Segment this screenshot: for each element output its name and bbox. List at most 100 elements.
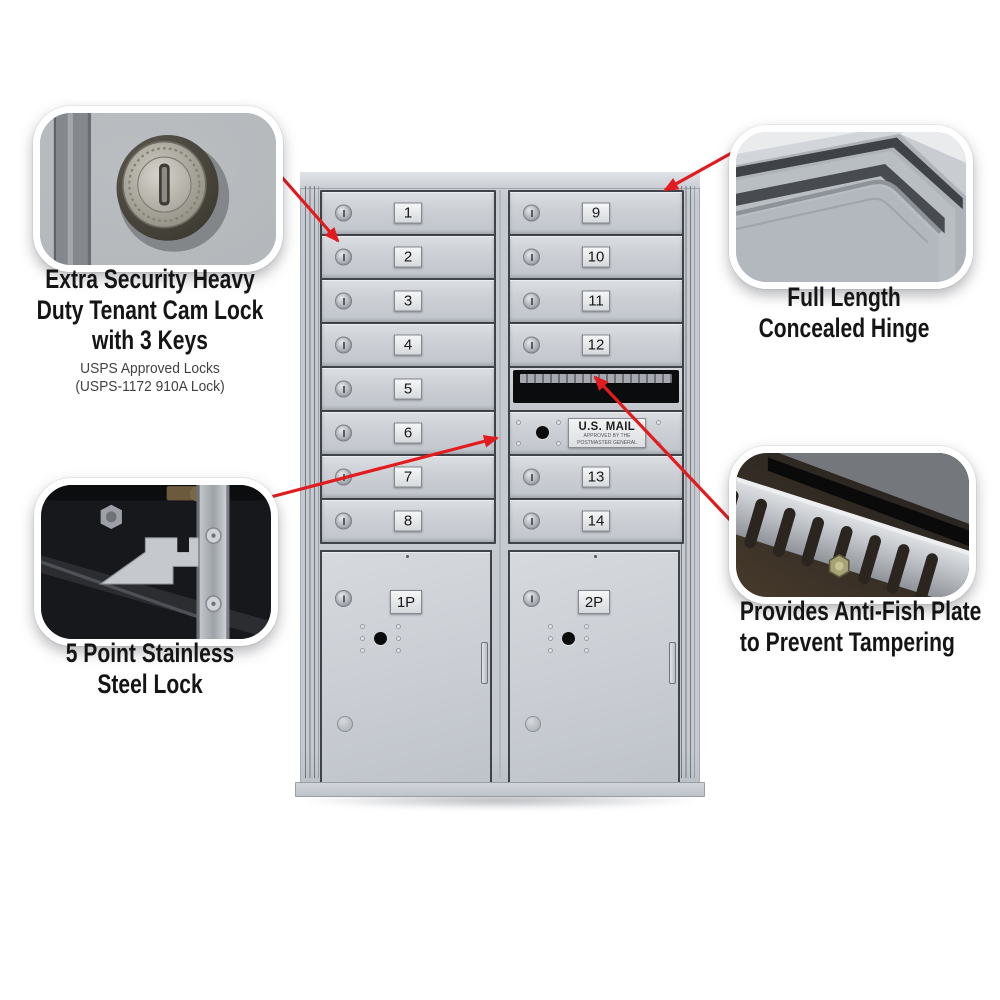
door-number-plate: 11 <box>582 290 610 312</box>
mailbox-door-13: 13 <box>510 456 682 498</box>
parcel-door-2p: 2P <box>508 550 680 786</box>
door-bumper <box>584 624 589 629</box>
door-number-plate: 12 <box>582 334 610 356</box>
door-lock-icon <box>335 380 352 398</box>
door-bumper <box>516 420 521 425</box>
callout-text-cam-lock: Extra Security Heavy Duty Tenant Cam Loc… <box>0 264 300 397</box>
door-bumper <box>396 636 401 641</box>
callout-bubble-anti-fish <box>729 446 976 604</box>
cam-lock-photo <box>40 113 276 265</box>
cabinet-top-rail <box>300 172 700 189</box>
callout-text-hinge: Full Length Concealed Hinge <box>714 282 974 343</box>
door-bumper <box>556 441 561 446</box>
door-column-right: 9 10 11 12 U.S. MAIL APPROVED BY THE PO <box>508 190 684 544</box>
callout-title-line: Full Length <box>787 282 901 312</box>
anti-fish-plate-edge <box>520 374 672 383</box>
door-lock-icon <box>335 248 352 266</box>
door-lock-icon <box>335 590 352 607</box>
master-lock-dot <box>374 632 387 645</box>
door-latch <box>481 642 488 684</box>
mailbox-door-4: 4 <box>322 324 494 366</box>
door-lock-icon <box>335 424 352 442</box>
mailbox-door-11: 11 <box>510 280 682 322</box>
outgoing-mail-slot <box>510 368 682 410</box>
us-mail-label: U.S. MAIL <box>578 419 636 434</box>
door-number-plate: 2P <box>578 590 610 614</box>
parcel-door-1p: 1P <box>320 550 492 786</box>
mailbox-door-10: 10 <box>510 236 682 278</box>
callout-title-line: with 3 Keys <box>92 325 208 355</box>
door-bumper <box>548 648 553 653</box>
callout-bubble-hinge <box>729 125 973 289</box>
door-lock-icon <box>523 292 540 310</box>
door-lock-icon <box>523 590 540 607</box>
door-bumper <box>516 441 521 446</box>
master-lock-dot <box>536 426 549 439</box>
door-lock-icon <box>335 468 352 486</box>
door-lock-icon <box>335 292 352 310</box>
five-point-lock-photo <box>41 485 271 639</box>
mailbox-door-5: 5 <box>322 368 494 410</box>
mailbox-door-6: 6 <box>322 412 494 454</box>
callout-bubble-cam-lock <box>33 106 283 272</box>
door-number-plate: 1P <box>390 590 422 614</box>
door-number-plate: 14 <box>582 510 610 532</box>
door-lock-icon <box>335 512 352 530</box>
mailbox-door-12: 12 <box>510 324 682 366</box>
callout-title-line: Concealed Hinge <box>758 312 930 343</box>
door-bumper <box>396 624 401 629</box>
callout-text-anti-fish: Provides Anti-Fish Plate to Prevent Tamp… <box>710 596 982 657</box>
mailbox-door-14: 14 <box>510 500 682 542</box>
callout-title-line: 5 Point Stainless <box>65 638 235 668</box>
cabinet-base <box>295 782 705 797</box>
door-bumper <box>656 441 661 446</box>
door-number-plate: 4 <box>394 334 422 356</box>
mailbox-door-1: 1 <box>322 192 494 234</box>
door-number-plate: 1 <box>394 202 422 224</box>
door-number-plate: 13 <box>582 466 610 488</box>
door-lock-icon <box>335 204 352 222</box>
mailbox-door-7: 7 <box>322 456 494 498</box>
mailbox-door-3: 3 <box>322 280 494 322</box>
door-lock-icon <box>335 336 352 354</box>
door-column-left: 1 2 3 4 5 6 7 8 <box>320 190 496 544</box>
door-bumper <box>360 636 365 641</box>
door-bumper <box>360 624 365 629</box>
us-mail-sub-line-2: POSTMASTER GENERAL <box>577 439 637 446</box>
hinge-pin <box>406 555 409 558</box>
master-lock-dot <box>562 632 575 645</box>
hinge-pin <box>594 555 597 558</box>
door-number-plate: 7 <box>394 466 422 488</box>
door-bumper <box>548 636 553 641</box>
door-latch <box>669 642 676 684</box>
lock-prep-circle <box>525 716 541 732</box>
outgoing-mail-door: U.S. MAIL APPROVED BY THE POSTMASTER GEN… <box>510 412 682 454</box>
cabinet-center-divider <box>499 190 501 778</box>
callout-subtitle-line: USPS Approved Locks <box>80 359 220 377</box>
door-bumper <box>584 648 589 653</box>
door-number-plate: 2 <box>394 246 422 268</box>
door-bumper <box>584 636 589 641</box>
mailbox-door-8: 8 <box>322 500 494 542</box>
us-mail-plate: U.S. MAIL APPROVED BY THE POSTMASTER GEN… <box>568 418 646 448</box>
door-number-plate: 3 <box>394 290 422 312</box>
door-number-plate: 8 <box>394 510 422 532</box>
door-number-plate: 5 <box>394 378 422 400</box>
callout-title-line: to Prevent Tampering <box>739 626 955 657</box>
door-lock-icon <box>523 204 540 222</box>
door-number-plate: 9 <box>582 202 610 224</box>
mailbox-door-9: 9 <box>510 192 682 234</box>
callout-title-line: Steel Lock <box>97 668 203 699</box>
callout-title-line: Extra Security Heavy <box>45 264 255 294</box>
door-lock-icon <box>523 248 540 266</box>
door-bumper <box>548 624 553 629</box>
callout-bubble-five-point <box>34 478 278 646</box>
callout-title-line: Provides Anti-Fish Plate <box>739 596 982 626</box>
mailbox-door-2: 2 <box>322 236 494 278</box>
door-bumper <box>360 648 365 653</box>
door-number-plate: 6 <box>394 422 422 444</box>
callout-title-line: Duty Tenant Cam Lock <box>36 294 264 325</box>
door-number-plate: 10 <box>582 246 610 268</box>
door-lock-icon <box>523 512 540 530</box>
